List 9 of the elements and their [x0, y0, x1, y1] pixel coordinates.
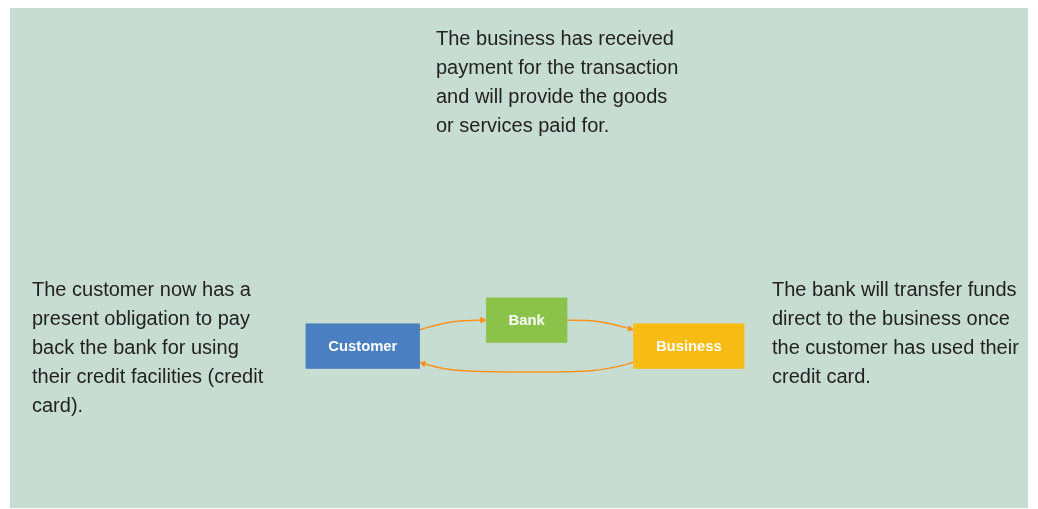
arrow: [419, 360, 635, 373]
arrow: [418, 316, 487, 331]
note-text: The business has received payment for the transaction and will provide the goods or services paid for.: [436, 26, 680, 138]
node-box: Business: [633, 323, 745, 369]
arrow: [566, 319, 634, 332]
node-box: Bank: [485, 297, 568, 343]
node-box: Customer: [305, 323, 420, 369]
note-text: The bank will transfer funds direct to the business once the customer has used their credit card.: [772, 277, 1020, 389]
note-text: The customer now has a present obligation to pay back the bank for using their credit facilities (credit card).: [32, 277, 265, 418]
